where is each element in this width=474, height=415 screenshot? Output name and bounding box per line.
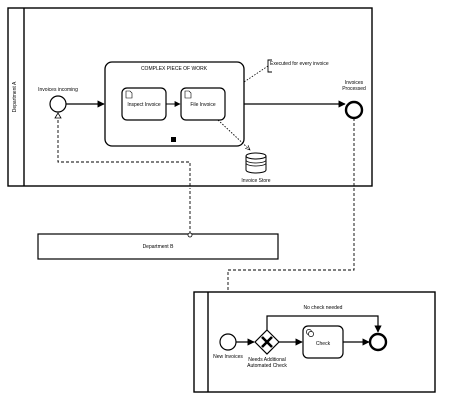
data-store-invoice-store[interactable]: Invoice Store (241, 152, 271, 184)
pool-label: Department A (12, 81, 18, 112)
message-flow-source-icon (187, 232, 193, 238)
task-document-icon (184, 90, 192, 99)
event-label-line1: Invoices (345, 80, 364, 86)
message-flow-target-icon (54, 112, 62, 119)
pool-label: Department B (143, 244, 175, 250)
data-store-label: Invoice Store (241, 178, 270, 184)
end-event[interactable] (368, 332, 388, 352)
task-label: Check (316, 341, 331, 347)
annotation-text: Executed for every invoice (270, 61, 329, 67)
subprocess-marker-icon (171, 137, 176, 142)
text-annotation[interactable]: Executed for every invoice (243, 59, 329, 83)
data-association[interactable] (217, 119, 250, 150)
gateway-label-line2: Automated Check (247, 363, 287, 369)
gateway-needs-check[interactable]: Needs Additional Automated Check (247, 329, 287, 369)
task-label: Inspect Invoice (127, 102, 161, 108)
service-task-gear-icon (306, 329, 314, 337)
event-label-line2: Processed (342, 86, 366, 92)
task-label: File Invoice (190, 102, 216, 108)
task-inspect-invoice[interactable]: Inspect Invoice (121, 87, 167, 121)
sequence-flow-no-check[interactable] (266, 315, 382, 333)
task-check[interactable]: Check (302, 325, 344, 359)
message-flow[interactable] (57, 114, 191, 234)
gateway-x-icon (261, 336, 273, 348)
start-event-invoices-incoming[interactable]: Invoices incoming (38, 87, 78, 113)
event-label: Invoices incoming (38, 87, 78, 93)
pool-department-b[interactable]: Department B (37, 233, 279, 260)
subprocess-title: COMPLEX PIECE OF WORK (141, 66, 208, 72)
event-label: New Invoices (213, 354, 243, 360)
gateway-label-line1: Needs Additional (248, 357, 286, 363)
flow-label: No check needed (304, 305, 343, 311)
task-document-icon (125, 90, 133, 99)
task-file-invoice[interactable]: File Invoice (180, 87, 226, 121)
